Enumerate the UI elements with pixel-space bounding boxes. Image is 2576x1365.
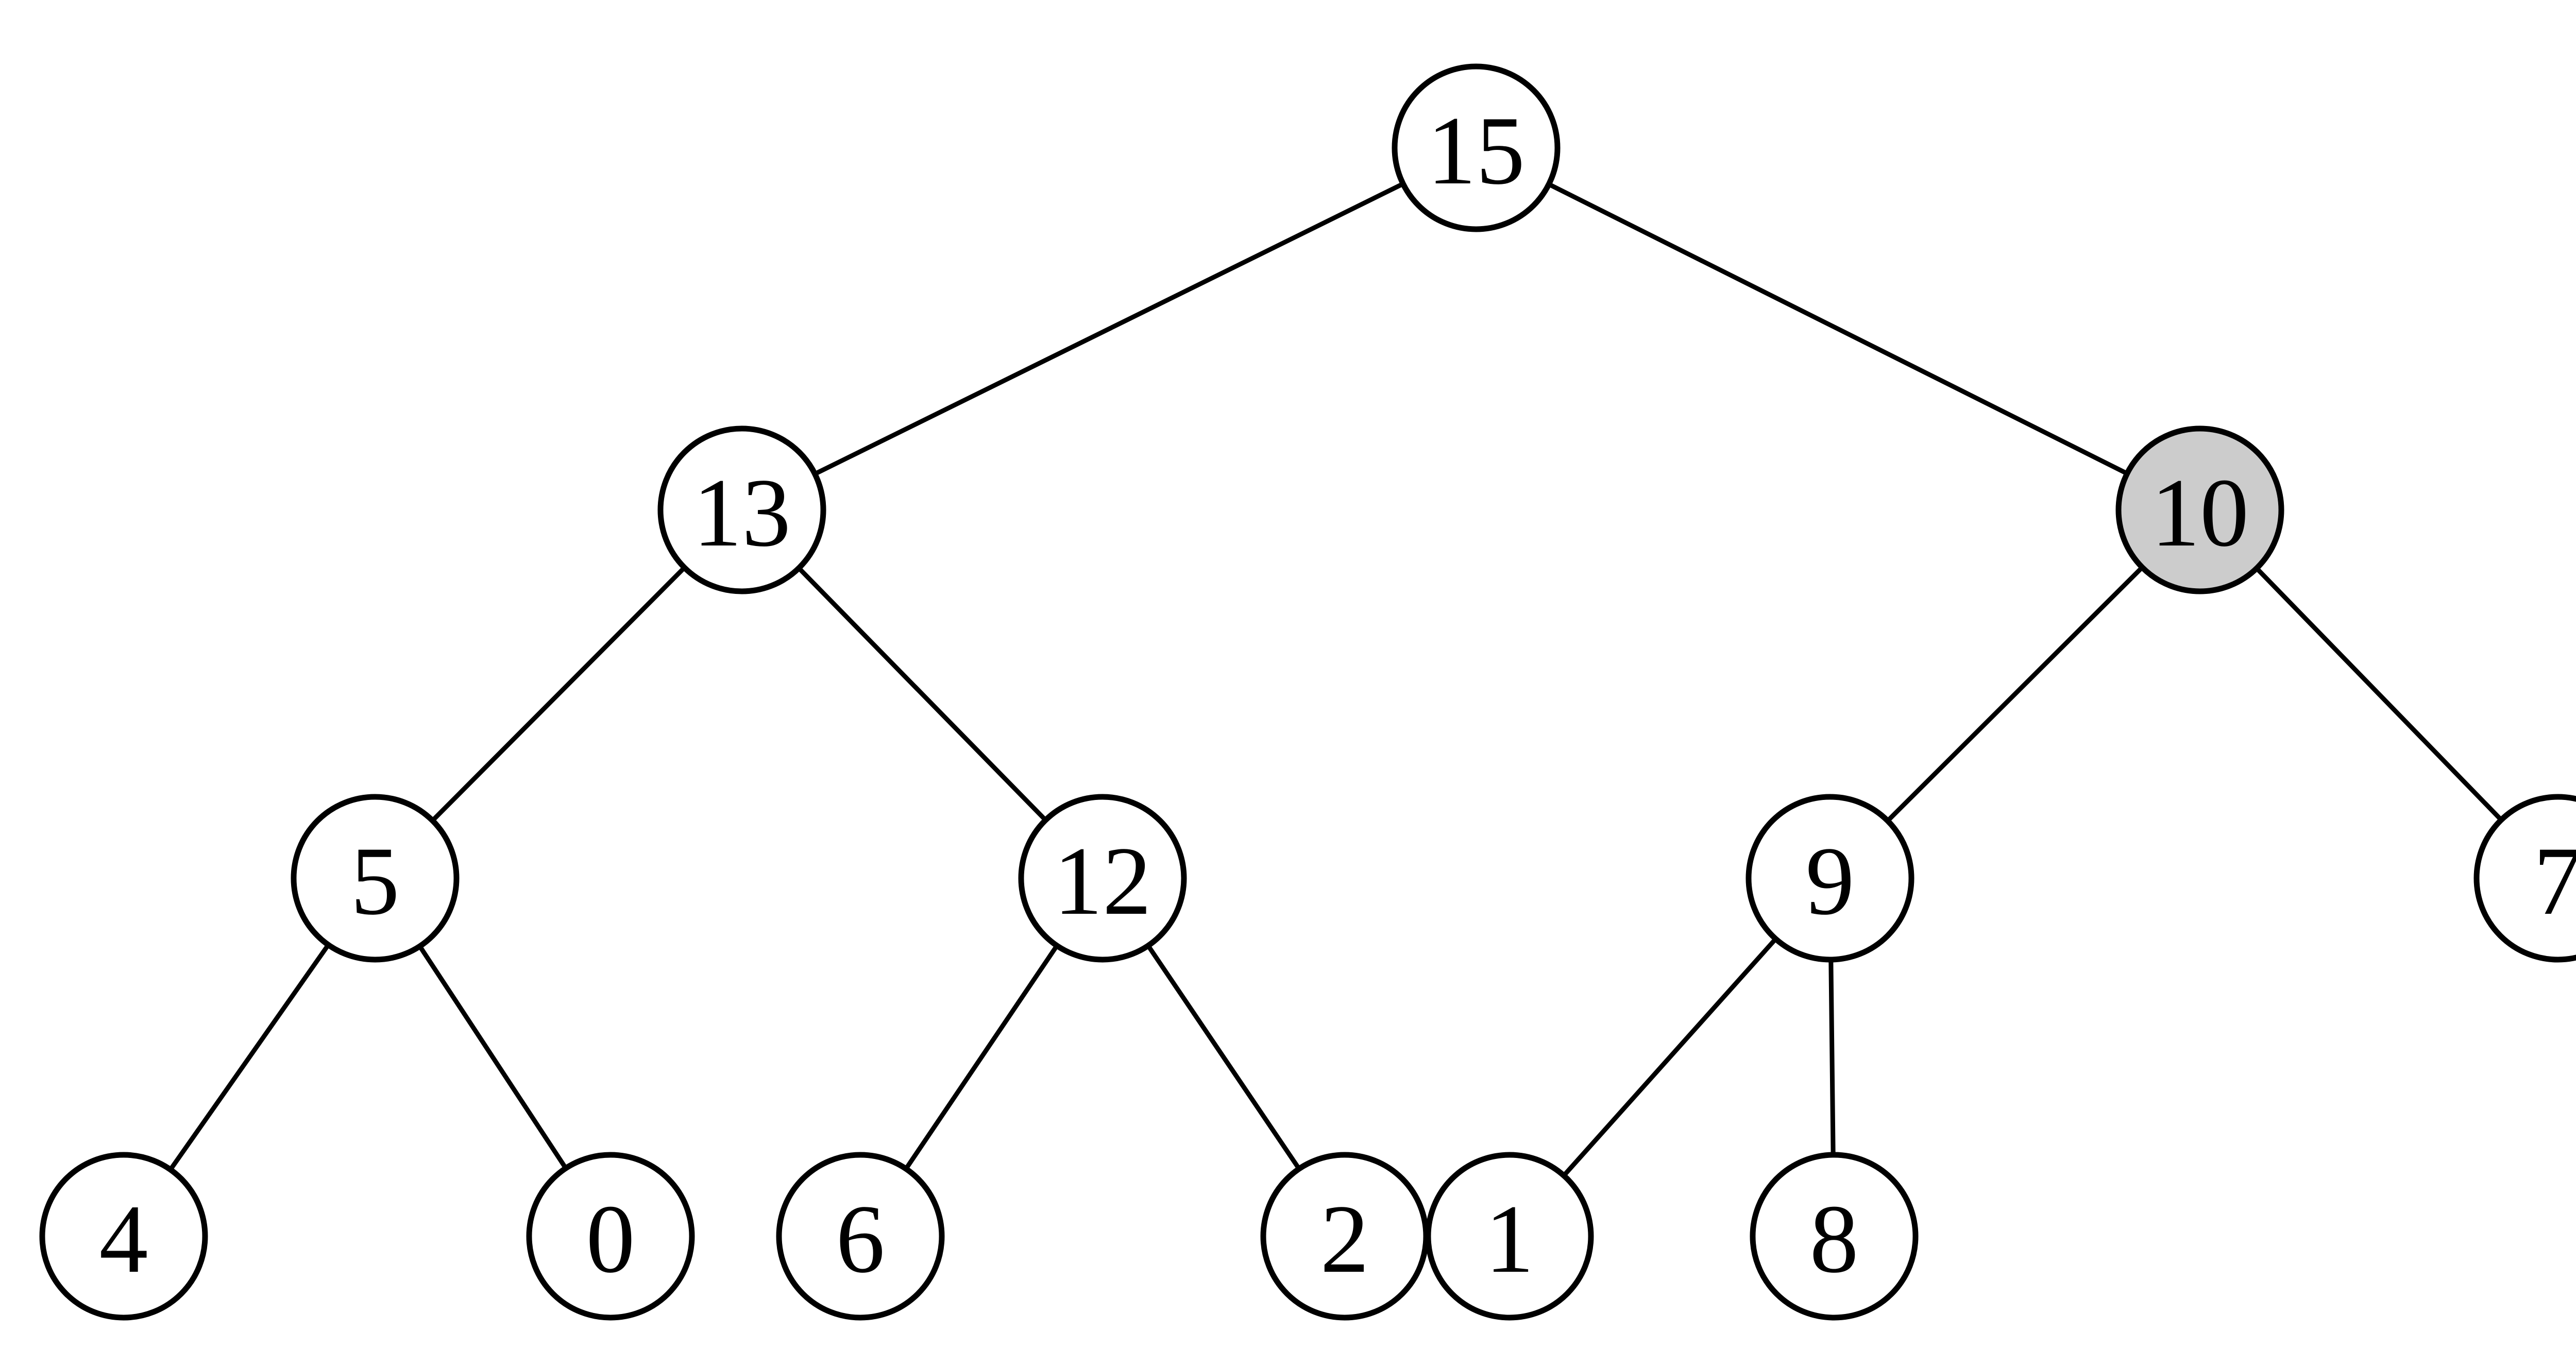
- tree-edge-5-to-0: [417, 944, 568, 1171]
- node-label-0: 0: [586, 1185, 635, 1293]
- node-circle-13[interactable]: [657, 425, 826, 594]
- node-circle-8[interactable]: [1750, 1152, 1919, 1321]
- node-label-15: 15: [1427, 97, 1525, 205]
- tree-node-7[interactable]: 7: [2473, 794, 2576, 963]
- node-circle-9[interactable]: [1745, 794, 1914, 963]
- tree-edge-9-to-8: [1828, 957, 1836, 1157]
- node-layer: 15 13 10 5 12 9 7 4 0 6 2 1 8: [39, 63, 2576, 1321]
- tree-node-6[interactable]: 6: [776, 1152, 945, 1321]
- tree-edge-10-to-7: [2254, 566, 2504, 823]
- tree-edge-13-to-5: [430, 565, 687, 823]
- node-label-12: 12: [1054, 827, 1151, 935]
- tree-edge-15-to-10: [1546, 182, 2130, 476]
- node-label-8: 8: [1810, 1185, 1859, 1293]
- tree-node-15[interactable]: 15: [1392, 63, 1561, 232]
- tree-edge-9-to-1: [1561, 936, 1778, 1178]
- node-circle-0[interactable]: [526, 1152, 695, 1321]
- edge-layer: [168, 181, 2504, 1178]
- tree-node-9[interactable]: 9: [1745, 794, 1914, 963]
- tree-node-8[interactable]: 8: [1750, 1152, 1919, 1321]
- node-label-6: 6: [836, 1185, 885, 1293]
- tree-node-2[interactable]: 2: [1260, 1152, 1429, 1321]
- node-circle-7[interactable]: [2473, 794, 2576, 963]
- tree-node-12[interactable]: 12: [1018, 794, 1187, 963]
- node-label-9: 9: [1806, 827, 1855, 935]
- node-circle-5[interactable]: [291, 794, 460, 963]
- tree-node-10[interactable]: 10: [2115, 425, 2284, 594]
- node-label-13: 13: [693, 459, 791, 567]
- node-label-2: 2: [1320, 1185, 1369, 1293]
- tree-edge-12-to-6: [904, 943, 1059, 1171]
- node-circle-1[interactable]: [1425, 1152, 1594, 1321]
- tree-node-0[interactable]: 0: [526, 1152, 695, 1321]
- tree-node-4[interactable]: 4: [39, 1152, 208, 1321]
- node-circle-highlighted-10[interactable]: [2115, 425, 2284, 594]
- node-label-5: 5: [351, 827, 400, 935]
- tree-node-5[interactable]: 5: [291, 794, 460, 963]
- node-label-7: 7: [2534, 827, 2576, 935]
- node-label-10: 10: [2151, 459, 2249, 567]
- node-label-4: 4: [99, 1185, 148, 1293]
- tree-node-1[interactable]: 1: [1425, 1152, 1594, 1321]
- tree-edge-5-to-4: [168, 942, 331, 1172]
- tree-edge-15-to-13: [812, 181, 1405, 476]
- tree-edge-12-to-2: [1146, 943, 1301, 1171]
- tree-edge-10-to-9: [1885, 565, 2145, 824]
- node-circle-4[interactable]: [39, 1152, 208, 1321]
- node-circle-15[interactable]: [1392, 63, 1561, 232]
- tree-edge-13-to-12: [796, 566, 1048, 823]
- tree-node-13[interactable]: 13: [657, 425, 826, 594]
- node-label-1: 1: [1485, 1185, 1534, 1293]
- node-circle-12[interactable]: [1018, 794, 1187, 963]
- node-circle-6[interactable]: [776, 1152, 945, 1321]
